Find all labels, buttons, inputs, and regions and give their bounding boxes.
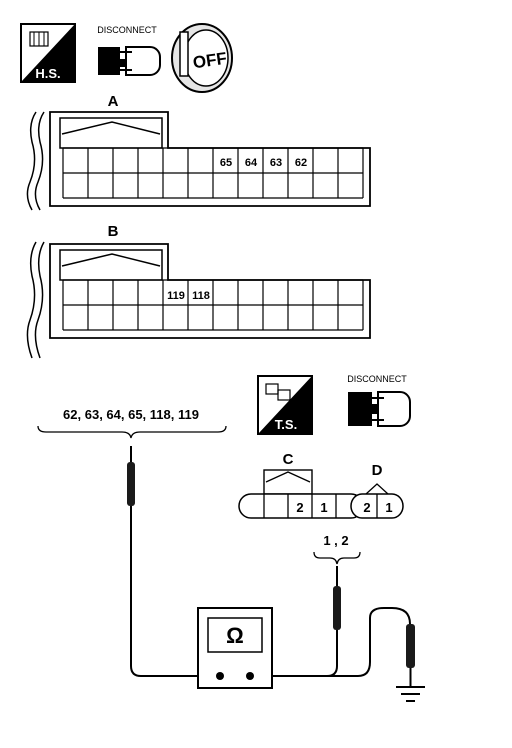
connector-c-pin-2: 2 <box>296 500 303 515</box>
meter-terminal-v <box>246 672 254 680</box>
disconnect-label-top: DISCONNECT <box>97 25 157 35</box>
disconnect-label-bottom: DISCONNECT <box>347 374 407 384</box>
probe-left-bracket <box>37 425 227 439</box>
pin-label-119: 119 <box>167 290 185 302</box>
connector-c: C 2 1 <box>238 451 364 519</box>
connector-disconnect-icon-bottom: DISCONNECT <box>347 374 411 427</box>
connector-d: D 2 1 <box>350 462 404 519</box>
probe-right <box>333 566 341 630</box>
connector-c-label: C <box>283 451 294 468</box>
probe-left-label: 62, 63, 64, 65, 118, 119 <box>63 407 199 422</box>
connector-disconnect-icon-top: DISCONNECT <box>97 25 161 76</box>
ts-badge-text: T.S. <box>275 417 297 432</box>
harness-side-icon: H.S. <box>20 23 76 83</box>
probe-right-label: 1 , 2 <box>323 533 348 548</box>
wire-ground-jumper <box>270 607 411 677</box>
pin-label-63: 63 <box>270 157 282 169</box>
wire-left <box>130 506 220 677</box>
connector-c-pin-1: 1 <box>320 500 327 515</box>
pin-label-65: 65 <box>220 157 232 169</box>
terminal-side-icon: T.S. <box>257 375 313 435</box>
connector-d-pin-1: 1 <box>385 500 392 515</box>
probe-ground <box>406 624 415 668</box>
connector-a: A 65 64 63 62 <box>26 93 371 211</box>
ohmmeter: Ω <box>197 607 273 689</box>
probe-right-bracket <box>313 551 361 565</box>
ignition-key-off-icon: OFF <box>171 23 233 93</box>
hs-badge-text: H.S. <box>35 66 60 81</box>
pin-label-64: 64 <box>245 157 258 169</box>
meter-terminal-com <box>216 672 224 680</box>
ground-symbol-icon <box>396 686 425 702</box>
ignition-off-text: OFF <box>192 49 228 73</box>
connector-a-label: A <box>108 93 119 110</box>
connector-b-label: B <box>108 223 119 240</box>
pin-label-62: 62 <box>295 157 307 169</box>
connector-d-label: D <box>372 462 383 479</box>
connector-b: B 119 118 <box>26 223 371 359</box>
probe-left <box>127 446 135 506</box>
ohm-symbol-icon: Ω <box>226 623 244 648</box>
connector-d-pin-2: 2 <box>363 500 370 515</box>
pin-label-118: 118 <box>192 290 210 302</box>
